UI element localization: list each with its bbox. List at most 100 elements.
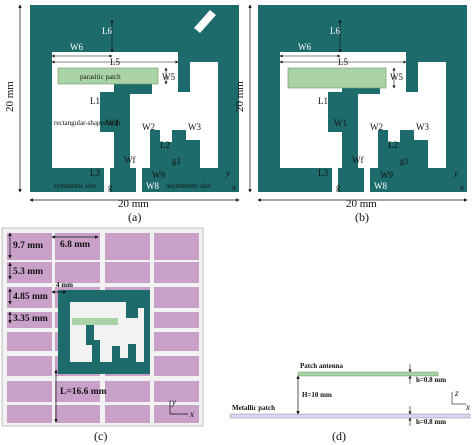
dim-L: L=16.6 mm [60, 387, 107, 397]
label-l6-b: L6 [330, 26, 340, 36]
caption-b: (b) [355, 210, 369, 224]
panel-c: 9.7 mm 6.8 mm 5.3 mm 4.85 mm 3.35 mm 4 m… [1, 227, 204, 443]
axis-y-a: y [225, 168, 230, 178]
antenna-a-inner-strip [100, 92, 114, 132]
antenna-a-right-stub [150, 130, 160, 168]
overlay-parasitic-patch [72, 318, 118, 325]
label-w9-b: W9 [380, 170, 393, 180]
antenna-a-center-stub [114, 82, 130, 168]
axis-x-d: x [465, 402, 470, 412]
label-w8-b: W8 [374, 181, 387, 191]
dim-5-3: 5.3 mm [13, 267, 43, 277]
label-w6-a: W6 [70, 42, 83, 52]
unit-cell [7, 287, 52, 308]
metallic-patch-label: Metallic patch [232, 404, 275, 412]
dim-width-b: 20 mm [346, 198, 377, 210]
antenna-b-l2-stub [400, 130, 414, 170]
label-w8-a: W8 [146, 181, 159, 191]
unit-cell [154, 356, 199, 376]
unit-cell [154, 262, 199, 283]
patch-antenna-label: Patch antenna [300, 362, 343, 370]
antenna-b-gap-right [364, 168, 370, 192]
label-g1-b: g1 [400, 156, 409, 166]
label-l3-b: L3 [318, 168, 328, 178]
unit-cell [55, 381, 100, 402]
unit-cell [7, 356, 52, 376]
label-g-a: g [108, 182, 113, 192]
stub-label: rectangular-shaped stub [54, 119, 121, 127]
unit-cell [105, 262, 150, 283]
label-w1-a: W1 [106, 118, 119, 128]
unit-cell [154, 233, 199, 260]
caption-a: (a) [128, 210, 141, 224]
dim-width-a: 20 mm [118, 198, 149, 210]
label-w6-b: W6 [298, 42, 311, 52]
label-w9-a: W9 [152, 170, 165, 180]
label-l6-a: L6 [102, 26, 112, 36]
asym-slot-label: asymmetric slot [166, 182, 211, 190]
unit-cell [7, 381, 52, 402]
h-bottom-label: h=0.8 mm [416, 418, 446, 426]
parasitic-patch-label: parasitic patch [80, 73, 121, 81]
unit-cell [7, 233, 52, 260]
label-g1-a: g1 [172, 156, 181, 166]
antenna-a-gap-left [104, 168, 110, 192]
dim-6-8: 6.8 mm [60, 240, 90, 250]
label-l2-b: L2 [388, 140, 398, 150]
h-top-label: h=0.8 mm [416, 376, 446, 384]
antenna-a-l2-stub [172, 130, 186, 170]
overlay-antenna-slot [70, 302, 144, 362]
unit-cell [154, 312, 199, 328]
label-w2-a: W2 [142, 122, 155, 132]
antenna-a-gap-right [136, 168, 142, 192]
axis-z-d: z [454, 388, 459, 398]
label-wf-a: Wf [124, 155, 136, 165]
label-w5-b: W5 [390, 72, 403, 82]
axis-y-c: y [171, 397, 176, 407]
label-w1-b: W1 [334, 118, 347, 128]
label-l5-a: L5 [110, 57, 120, 67]
unit-cell [154, 332, 199, 351]
label-l1-b: L1 [318, 96, 328, 106]
label-l2-a: L2 [160, 140, 170, 150]
unit-cell [7, 332, 52, 351]
unit-cell [55, 405, 100, 423]
unit-cell [154, 381, 199, 402]
unit-cell [7, 405, 52, 423]
parasitic-patch-b [287, 67, 387, 89]
dim-3-35: 3.35 mm [13, 314, 48, 324]
unit-cell [105, 233, 150, 260]
caption-c: (c) [94, 429, 107, 443]
patch-antenna-layer [297, 371, 439, 377]
dim-height-b: 20 mm [234, 81, 246, 112]
unit-cell [55, 262, 100, 283]
label-l5-b: L5 [338, 57, 348, 67]
antenna-b-right-stub [378, 130, 388, 168]
parasitic-patch-a [57, 67, 159, 85]
sym-slot-label: symmetric slot [54, 182, 95, 190]
unit-cell [7, 312, 52, 328]
label-w5-a: W5 [162, 72, 175, 82]
overlay-feed [86, 325, 94, 345]
unit-cell [154, 287, 199, 308]
H-label: H=10 mm [302, 391, 332, 399]
label-wf-b: Wf [352, 155, 364, 165]
label-w2-b: W2 [370, 122, 383, 132]
metallic-patch-layer [229, 413, 471, 419]
panel-a: parasitic patch L6 W6 L5 W5 L1 W1 W2 W3 … [4, 4, 240, 224]
label-l1-a: L1 [90, 96, 100, 106]
axis-x-b: x [459, 182, 464, 192]
unit-cell [7, 262, 52, 283]
axis-x-c: x [189, 409, 194, 419]
label-w3-b: W3 [416, 122, 429, 132]
panel-b: L6 W6 L5 W5 L1 W1 W2 W3 L2 Wf g1 L3 g W8… [234, 4, 468, 224]
label-l3-a: L3 [90, 168, 100, 178]
antenna-b-center-stub [342, 82, 358, 168]
dim-4mm: 4 mm [56, 281, 73, 289]
axis-x-a: x [231, 182, 236, 192]
antenna-b-gap-left [332, 168, 338, 192]
antenna-a-diag-slot [194, 10, 216, 33]
panel-d: Patch antenna h=0.8 mm H=10 mm Metallic … [229, 362, 471, 443]
dim-height-a: 20 mm [4, 81, 16, 112]
